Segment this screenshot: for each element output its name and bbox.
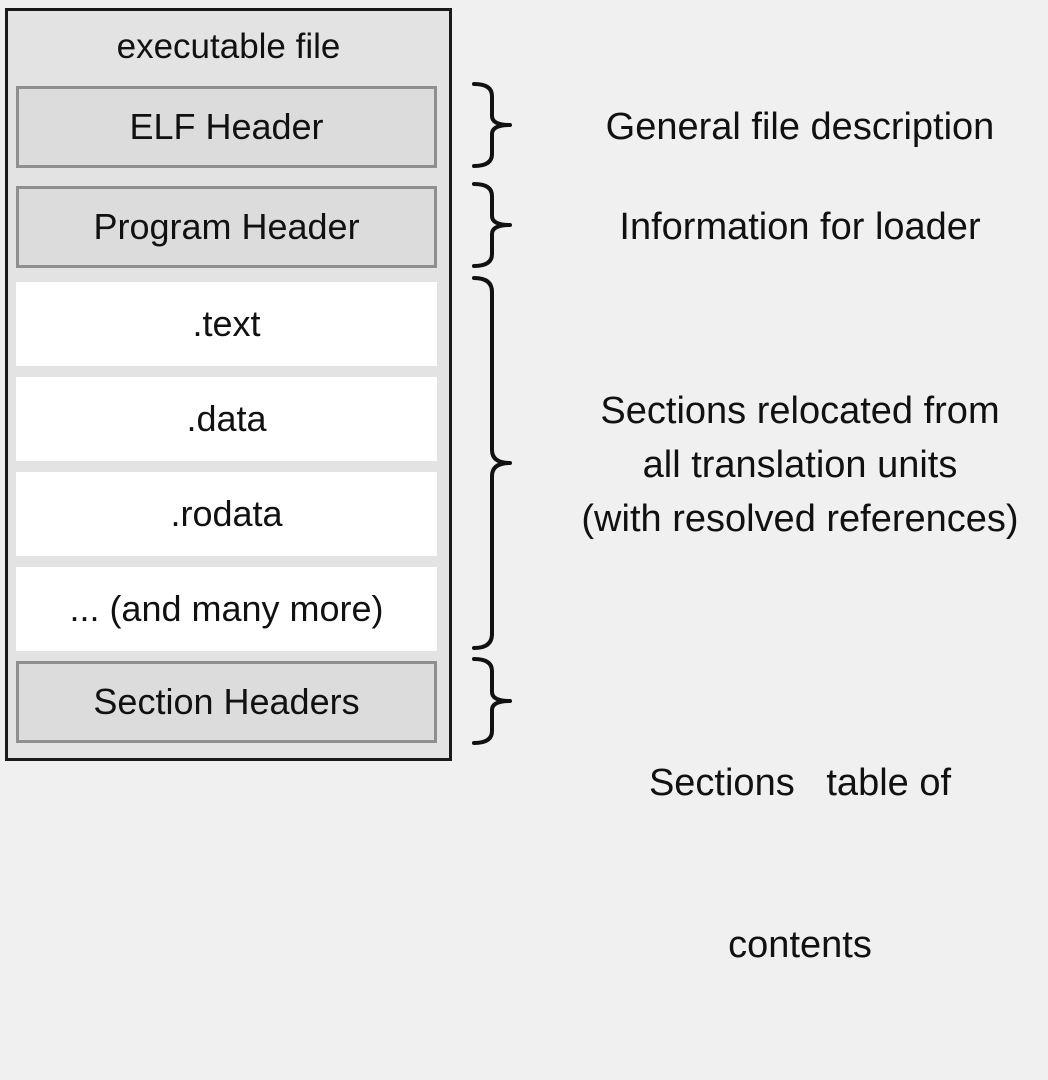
rodata-section-label: .rodata <box>170 493 283 534</box>
text-section-block: .text <box>16 282 437 366</box>
program-header-block: Program Header <box>16 186 437 268</box>
sections-description-line-1: Sections relocated from <box>600 390 1000 432</box>
toc-description-line-1: Sections table of <box>648 762 952 804</box>
loader-description-text: Information for loader <box>619 206 981 248</box>
text-section-label: .text <box>192 303 261 344</box>
sections-description-line-3: (with resolved references) <box>581 498 1019 540</box>
more-sections-block: ... (and many more) <box>16 567 437 651</box>
elf-header-label: ELF Header <box>129 106 324 147</box>
toc-description: Sections table of contents <box>540 648 1048 1080</box>
elf-header-brace <box>472 82 512 168</box>
elf-diagram: executable file ELF Header Program Heade… <box>5 8 1048 966</box>
loader-description: Information for loader <box>540 200 1048 254</box>
program-header-brace <box>472 182 512 268</box>
section-headers-brace <box>472 657 512 745</box>
general-description-text: General file description <box>605 106 995 148</box>
executable-file-container: executable file ELF Header Program Heade… <box>5 8 452 761</box>
rodata-section-block: .rodata <box>16 472 437 556</box>
section-headers-block: Section Headers <box>16 661 437 743</box>
more-sections-label: ... (and many more) <box>69 588 384 629</box>
general-description: General file description <box>540 100 1048 154</box>
toc-description-line-2: contents <box>728 924 872 966</box>
sections-brace <box>472 276 512 650</box>
program-header-label: Program Header <box>93 206 360 247</box>
section-headers-label: Section Headers <box>93 681 360 722</box>
data-section-label: .data <box>186 398 267 439</box>
sections-description-line-2: all translation units <box>642 444 958 486</box>
elf-header-block: ELF Header <box>16 86 437 168</box>
data-section-block: .data <box>16 377 437 461</box>
sections-description: Sections relocated from all translation … <box>540 384 1048 546</box>
executable-file-title: executable file <box>116 27 341 66</box>
